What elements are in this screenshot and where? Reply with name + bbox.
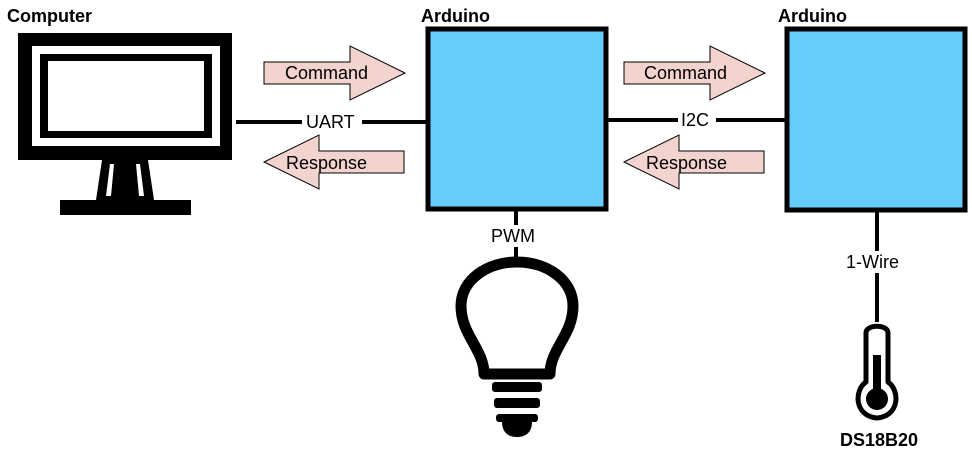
arduino-board-2 xyxy=(784,26,968,213)
arduino-board-1 xyxy=(425,26,609,212)
monitor-icon xyxy=(18,33,232,215)
uart-command-arrow xyxy=(263,45,407,101)
uart-response-arrow xyxy=(262,134,405,190)
uart-command-label: Command xyxy=(285,63,368,83)
uart-response-label: Response xyxy=(286,153,367,173)
arduino-2-label: Arduino xyxy=(778,6,847,26)
i2c-command-label: Command xyxy=(644,63,727,83)
onewire-label: 1-Wire xyxy=(846,252,899,272)
i2c-response-arrow xyxy=(622,134,765,190)
arduino-1-label: Arduino xyxy=(421,6,490,26)
computer-label: Computer xyxy=(7,6,92,26)
i2c-response-label: Response xyxy=(646,153,727,173)
i2c-label: I2C xyxy=(681,110,709,130)
sensor-label: DS18B20 xyxy=(840,430,918,450)
light-bulb-icon xyxy=(455,256,579,437)
pwm-label: PWM xyxy=(491,226,535,246)
i2c-command-arrow xyxy=(623,45,767,101)
thermometer-icon xyxy=(855,323,899,421)
uart-label: UART xyxy=(306,112,355,132)
